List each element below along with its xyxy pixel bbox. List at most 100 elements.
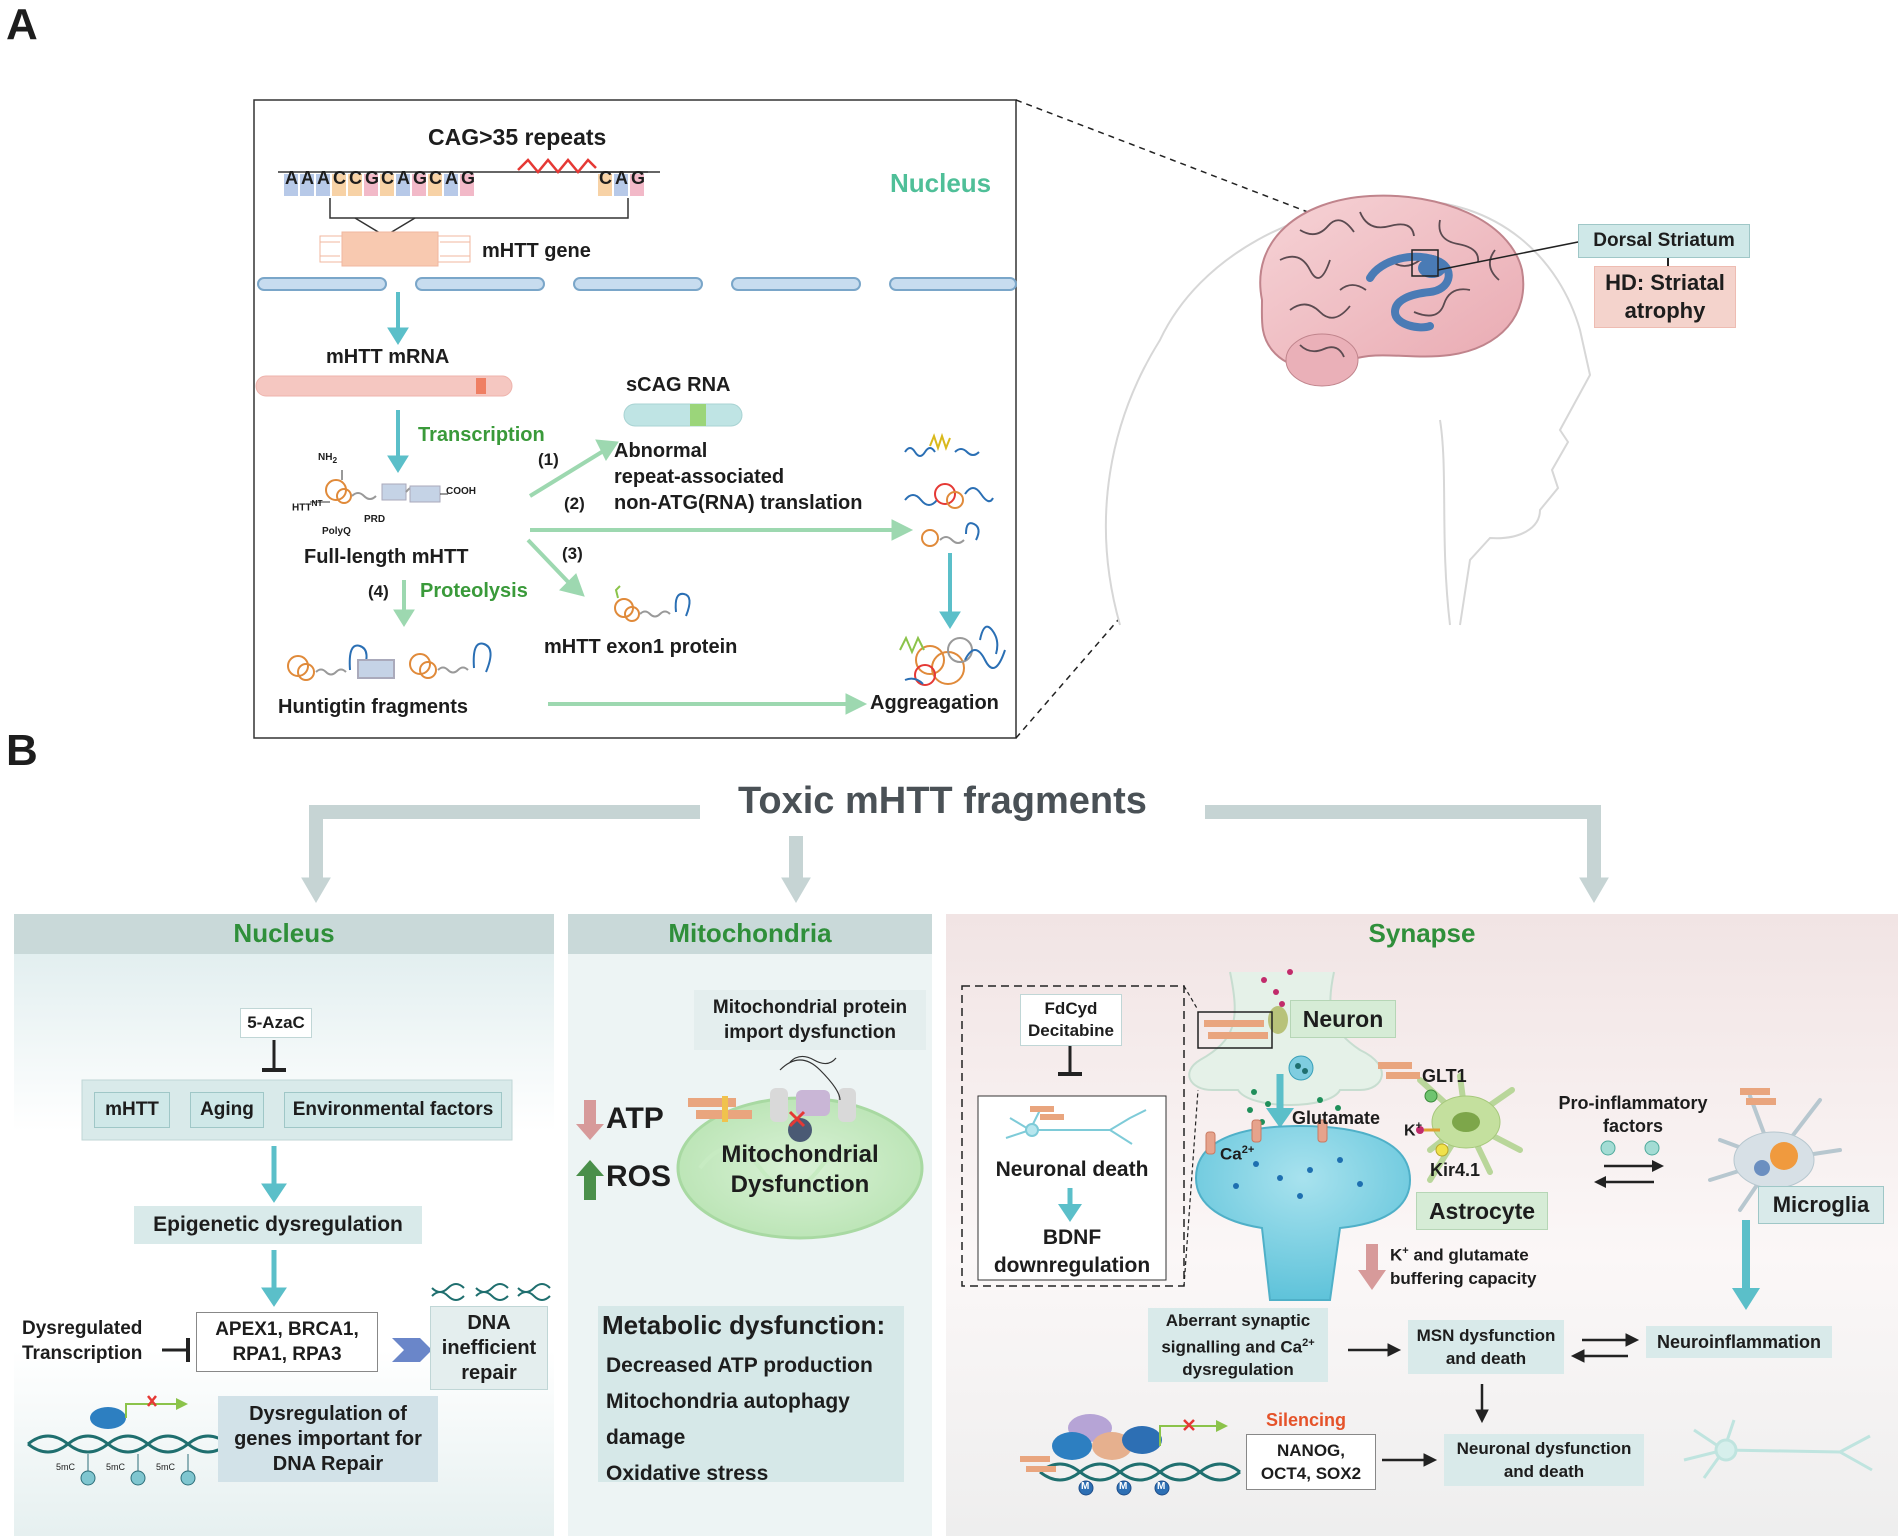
inset-dashed-box — [961, 985, 1185, 1287]
nucleotide-letter: C — [429, 168, 442, 188]
nucleotide-letter: A — [317, 168, 330, 188]
exchange-arrows — [1594, 1140, 1664, 1188]
branch-arrows — [301, 805, 1609, 903]
polyq-label: PolyQ — [322, 526, 351, 537]
brain-graphic — [1259, 194, 1669, 387]
genes-box: APEX1, BRCA1,RPA1, RPA3 — [196, 1312, 378, 1372]
mito-import-complex — [770, 1055, 856, 1142]
step-3: (3) — [562, 544, 583, 563]
ros-label: ROS — [606, 1160, 672, 1193]
postsynaptic-neuron — [1194, 1124, 1412, 1301]
neuroinflammation-box: Neuroinflammation — [1646, 1326, 1832, 1358]
cooh-label: COOH — [446, 486, 476, 497]
panel-label-a: A — [6, 0, 38, 49]
aberrant-signalling-box: Aberrant synaptic signalling and Ca2+ dy… — [1148, 1308, 1328, 1382]
methylated-dna — [27, 1395, 229, 1486]
buffering-label: K+ and glutamate buffering capacity — [1390, 1245, 1537, 1288]
panel-label-b: B — [6, 726, 38, 775]
nucleotide-letter: A — [445, 168, 458, 188]
methyl-mark-3: M — [1157, 1481, 1166, 1492]
full-length-protein-graphic — [310, 470, 448, 504]
methyl-mark-1: M — [1081, 1481, 1090, 1492]
panel-a-teal-arrows — [387, 292, 961, 629]
transcription-label: Transcription — [418, 424, 545, 446]
nucleotide-box — [428, 174, 442, 196]
mark-5mc-2: 5mC — [106, 1462, 126, 1472]
nucleotide-box — [598, 174, 612, 196]
nucleotide-letter: C — [349, 168, 362, 188]
nucleotide-box — [316, 174, 330, 196]
metabolic-item: Mitochondria autophagy — [606, 1390, 850, 1413]
buffer-down-arrow — [1358, 1244, 1386, 1290]
kir-label: Kir4.1 — [1430, 1160, 1481, 1180]
metabolic-item: Oxidative stress — [606, 1462, 769, 1485]
nucleotide-box — [630, 174, 644, 196]
nucleotide-letter: G — [365, 168, 380, 188]
synapse-flow-arrows — [1348, 1333, 1640, 1467]
sequence-right-boxes — [598, 174, 644, 196]
neuron-label: Neuron — [1290, 1000, 1396, 1038]
nucleotide-box — [396, 174, 410, 196]
nucleotide-letter: G — [413, 168, 428, 188]
toxic-fragments-title: Toxic mHTT fragments — [738, 780, 1147, 822]
mito-fragments — [688, 1096, 752, 1122]
aggregation-graphics — [899, 432, 1006, 686]
exon1-label: mHTT exon1 protein — [544, 636, 738, 658]
glutamate-label: Glutamate — [1292, 1108, 1381, 1128]
step-1: (1) — [538, 450, 559, 469]
httnt-label: HTTNT — [292, 498, 323, 514]
metabolic-item: damage — [606, 1426, 686, 1449]
mark-5mc-1: 5mC — [56, 1462, 76, 1472]
prd-label: PRD — [364, 514, 386, 525]
fragments-label: Huntigtin fragments — [278, 696, 468, 718]
dna-fragments — [431, 1283, 551, 1301]
microglia-label: Microglia — [1758, 1186, 1884, 1224]
nucleotide-box — [412, 174, 426, 196]
pluripotency-genes-box: NANOG,OCT4, SOX2 — [1246, 1434, 1376, 1490]
silencing-label: Silencing — [1266, 1410, 1347, 1430]
nucleotide-box — [348, 174, 362, 196]
nucleotide-box — [284, 174, 298, 196]
azac-label: 5-AzaC — [240, 1008, 312, 1038]
step-2: (2) — [564, 494, 585, 513]
nucleus-header: Nucleus — [233, 918, 335, 948]
nucleotide-letter: C — [333, 168, 346, 188]
nucleotide-box — [444, 174, 458, 196]
astrocyte-label: Astrocyte — [1416, 1192, 1548, 1230]
nucleotide-box — [300, 174, 314, 196]
proteolysis-label: Proteolysis — [420, 580, 528, 602]
repair-arrow — [392, 1338, 432, 1362]
nucleotide-letter: G — [461, 168, 476, 188]
nucleotide-letter: C — [599, 168, 612, 188]
panel-a-green-arrows — [393, 439, 914, 715]
inset-fragments — [1030, 1106, 1064, 1120]
full-length-label: Full-length mHTT — [304, 546, 469, 568]
factor-mhtt: mHTT — [94, 1092, 170, 1128]
scag-graphic — [623, 403, 743, 427]
metabolic-box — [598, 1306, 904, 1482]
nucleotide-box — [460, 174, 474, 196]
nucleotide-letter: G — [631, 168, 646, 188]
calcium-label: Ca2+ — [1220, 1144, 1255, 1164]
cag-title: CAG>35 repeats — [428, 124, 607, 150]
methyl-mark-2: M — [1119, 1481, 1128, 1492]
mrna-label: mHTT mRNA — [326, 346, 450, 368]
exon1-graphic — [614, 585, 691, 622]
nucleus-label: Nucleus — [890, 168, 992, 198]
factor-environmental: Environmental factors — [284, 1092, 502, 1128]
metabolic-title: Metabolic dysfunction: — [602, 1310, 886, 1340]
silenced-gene-graphic — [1020, 1414, 1241, 1496]
repeat-zigzag — [517, 158, 597, 174]
nucleotide-box — [332, 174, 346, 196]
microglia-graphic — [1708, 1094, 1842, 1212]
